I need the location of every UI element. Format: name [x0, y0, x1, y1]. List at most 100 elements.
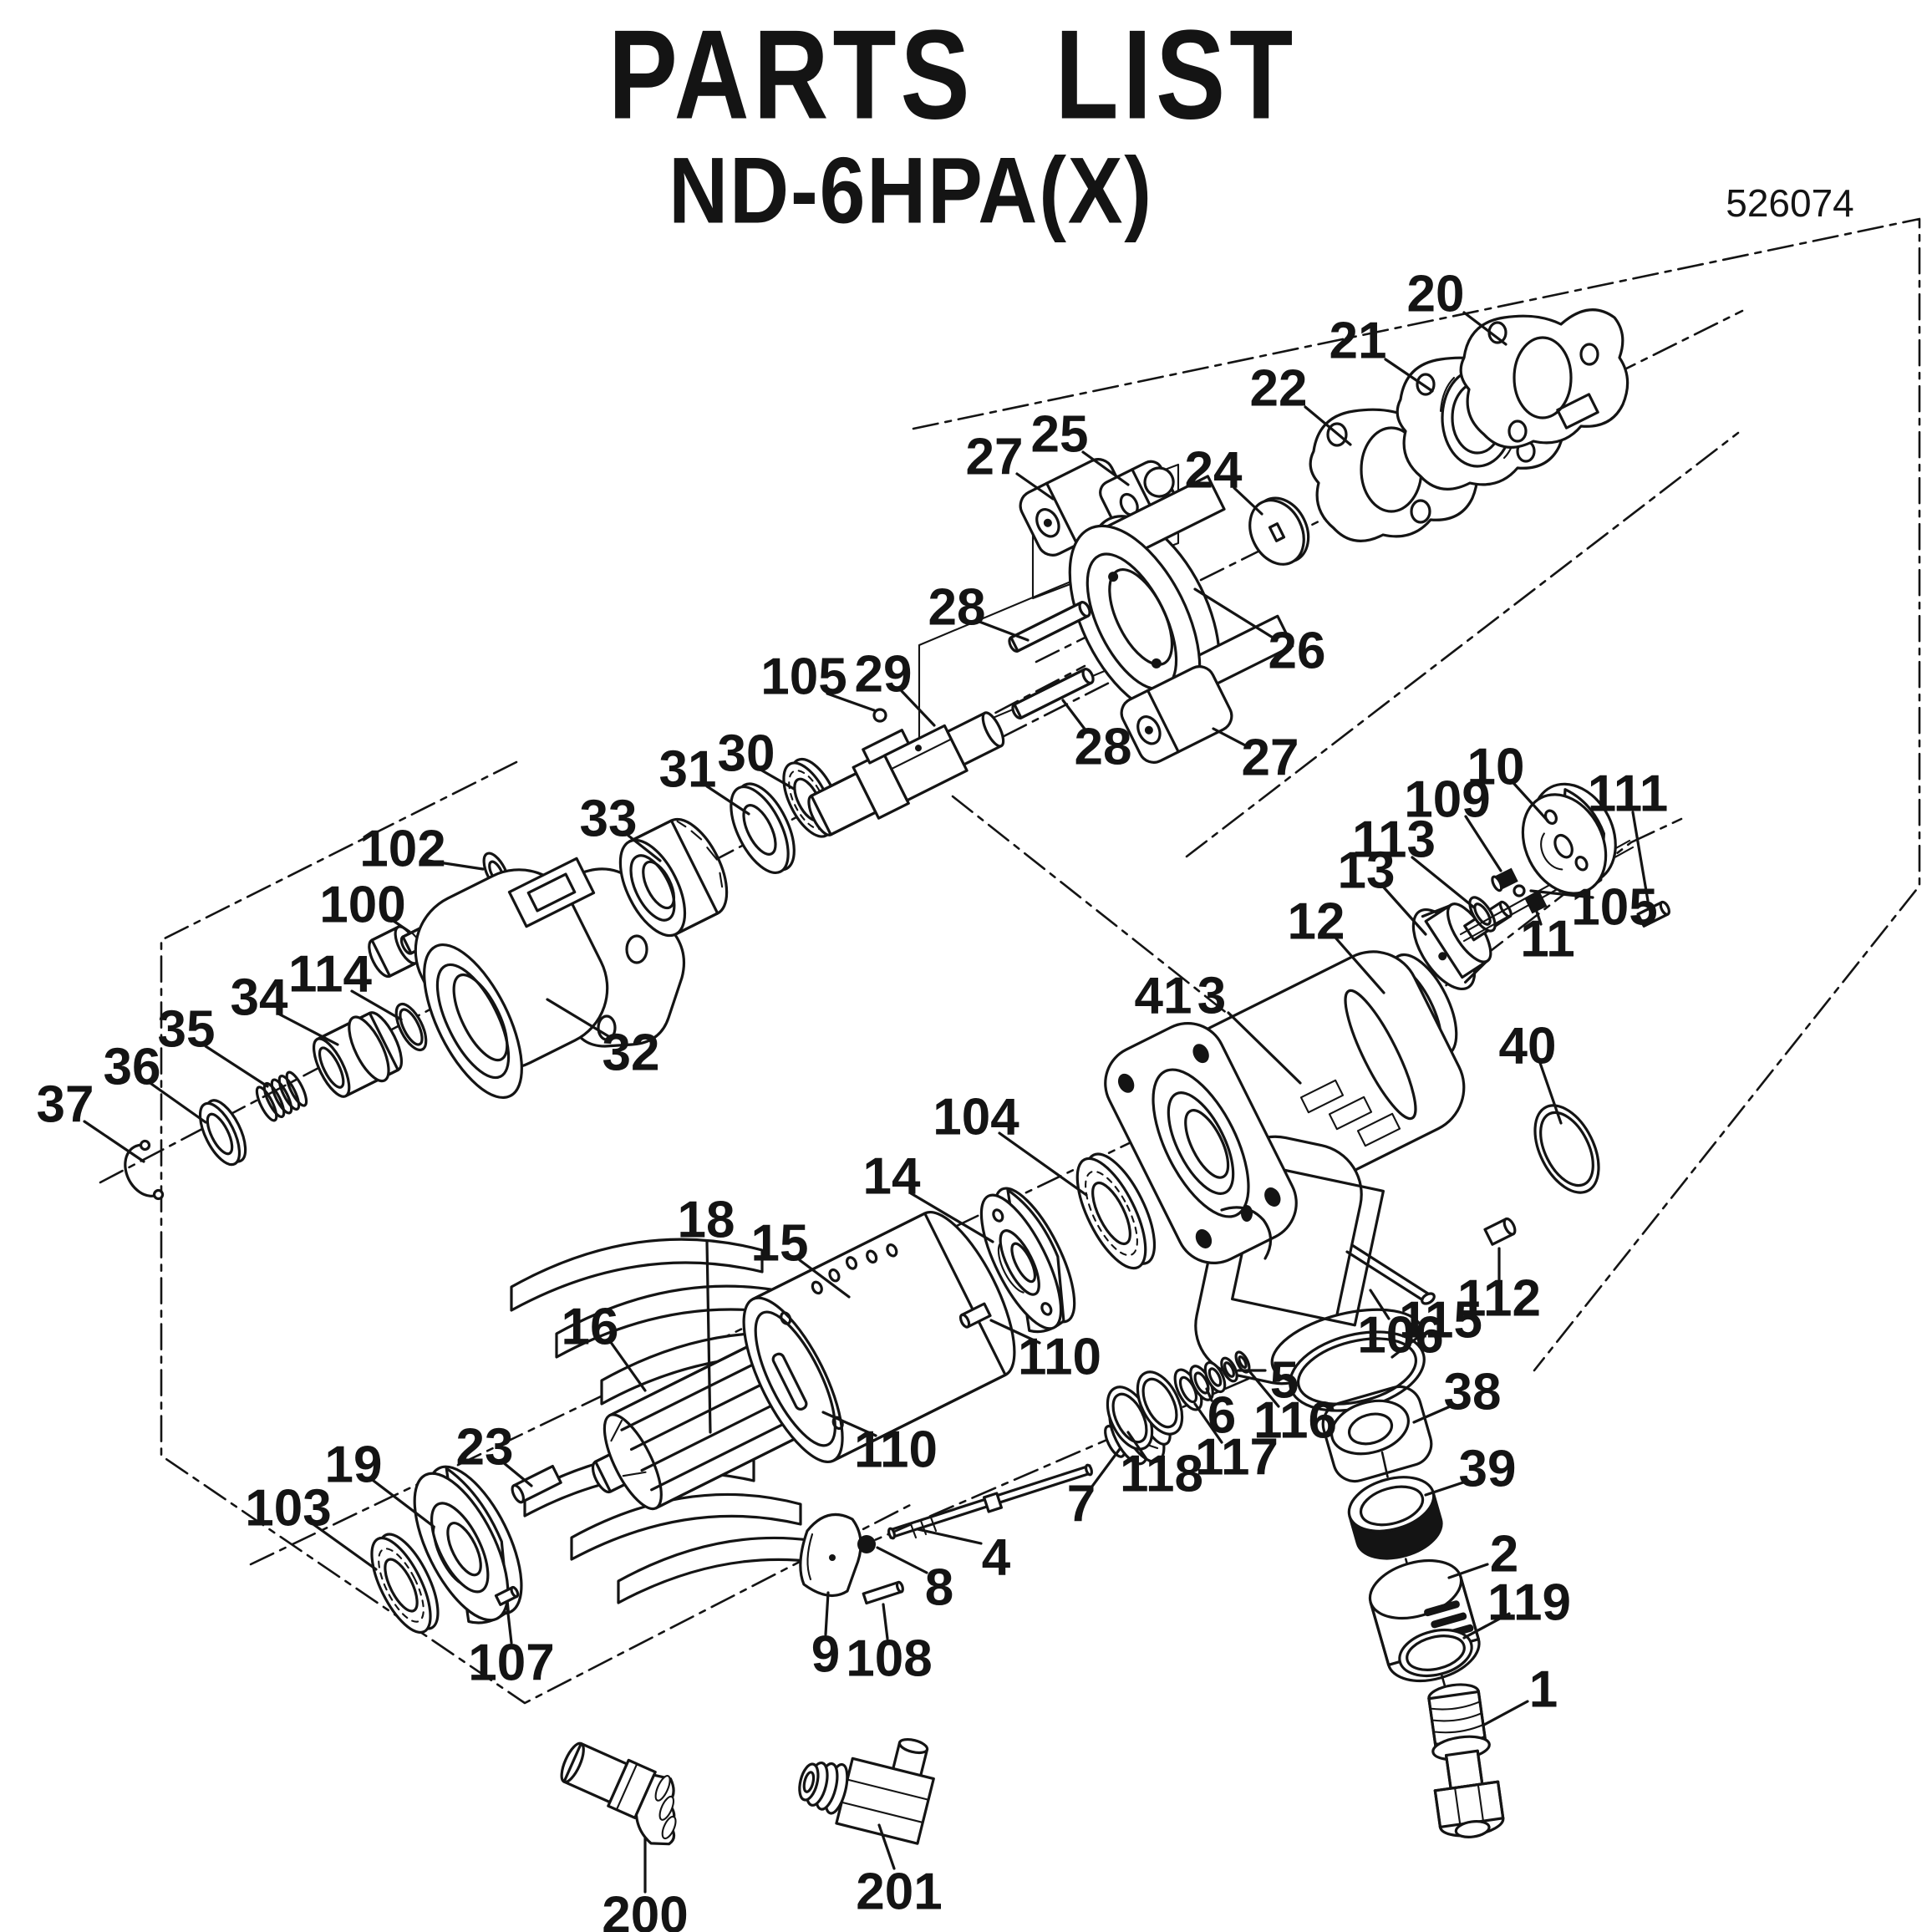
part-20-gasket — [1459, 308, 1629, 449]
part-23-pin — [511, 1464, 562, 1504]
part-11-nut — [1524, 891, 1548, 914]
leader-line-40 — [1538, 1061, 1563, 1125]
leader-line-32 — [546, 998, 614, 1040]
part-104-bearing — [1075, 1152, 1157, 1270]
leader-line-2 — [1447, 1563, 1489, 1579]
part-label-24: 24 — [1185, 442, 1243, 500]
leader-line-34 — [277, 1012, 339, 1046]
page-title: PARTS LIST — [608, 3, 1298, 146]
part-label-28: 28 — [1075, 719, 1132, 776]
part-14-rear-end-plate — [979, 1187, 1076, 1334]
model-number: ND-6HPA(X) — [669, 138, 1153, 243]
part-36-ring — [198, 1099, 247, 1167]
leader-line-4 — [916, 1528, 983, 1545]
part-118-seals — [1106, 1370, 1184, 1451]
leader-line-11 — [1534, 908, 1543, 926]
part-label-201: 201 — [856, 1863, 942, 1921]
part-label-110: 110 — [854, 1421, 938, 1479]
part-label-113: 113 — [1352, 811, 1436, 869]
part-110-pin-upper — [958, 1302, 992, 1329]
part-6-washer — [1203, 1360, 1227, 1394]
leader-line-117 — [1193, 1402, 1223, 1444]
leader-line-111 — [1631, 811, 1650, 902]
part-label-200: 200 — [602, 1887, 688, 1932]
leader-line-23 — [501, 1461, 533, 1487]
leader-line-27 — [1212, 727, 1250, 749]
part-33-bushing — [618, 817, 729, 938]
document-number: 526074 — [1726, 181, 1854, 225]
leader-line-110 — [821, 1411, 877, 1437]
part-37-retaining-clip — [124, 1139, 165, 1201]
leader-line-104 — [998, 1131, 1088, 1197]
leader-line-19 — [372, 1479, 435, 1528]
part-label-37: 37 — [37, 1076, 94, 1134]
leader-line-24 — [1233, 486, 1263, 516]
leader-line-102 — [426, 859, 485, 871]
part-39-ring-nut — [1347, 1476, 1443, 1560]
part-label-34: 34 — [231, 969, 288, 1027]
leader-line-8 — [876, 1546, 928, 1574]
leader-line-25 — [1081, 450, 1130, 486]
leader-line-119 — [1462, 1612, 1511, 1640]
leader-line-116 — [1248, 1370, 1280, 1408]
part-label-6: 6 — [1208, 1387, 1236, 1445]
leader-line-9 — [824, 1591, 830, 1636]
leader-line-30 — [759, 768, 796, 791]
part-29-anvil — [807, 711, 1005, 836]
part-label-39: 39 — [1459, 1441, 1517, 1498]
part-label-18: 18 — [678, 1192, 735, 1249]
leader-line-107 — [506, 1604, 513, 1645]
part-label-29: 29 — [855, 646, 913, 704]
part-label-102: 102 — [359, 821, 445, 878]
leader-line-36 — [150, 1082, 207, 1124]
leader-line-38 — [1412, 1403, 1456, 1424]
leader-line-27 — [1015, 472, 1055, 501]
part-label-104: 104 — [933, 1089, 1019, 1146]
part-label-16: 16 — [562, 1299, 619, 1356]
part-label-107: 107 — [468, 1635, 554, 1692]
part-105-pin-rear — [1513, 884, 1526, 897]
part-label-103: 103 — [245, 1480, 331, 1538]
leader-line-37 — [83, 1120, 145, 1163]
part-label-119: 119 — [1487, 1574, 1571, 1632]
part-label-10: 10 — [1467, 739, 1525, 796]
part-label-5: 5 — [1270, 1352, 1299, 1410]
part-32-hammer-case — [414, 857, 685, 1100]
part-4-valve-stem — [887, 1463, 1094, 1540]
part-label-114: 114 — [288, 946, 373, 1004]
leader-line-113 — [1411, 856, 1476, 909]
part-label-115: 115 — [1399, 1292, 1482, 1350]
part-114-o-ring — [394, 1002, 428, 1052]
leader-line-35 — [204, 1045, 269, 1088]
part-label-40: 40 — [1499, 1018, 1557, 1075]
part-labels: 2021222425272627282829105303133321021001… — [37, 266, 1669, 1932]
leader-line-29 — [900, 689, 936, 727]
leader-line-13 — [1382, 886, 1427, 936]
part-112-pin — [1483, 1217, 1517, 1246]
leader-line-22 — [1304, 405, 1352, 446]
part-label-1: 1 — [1529, 1661, 1558, 1719]
part-label-12: 12 — [1288, 893, 1345, 951]
part-label-32: 32 — [602, 1024, 660, 1082]
part-5-o-ring — [1220, 1356, 1238, 1383]
part-119-o-ring — [1398, 1629, 1473, 1677]
part-label-27: 27 — [1242, 730, 1299, 787]
part-8-ball — [857, 1535, 876, 1553]
part-label-11: 11 — [1520, 911, 1575, 969]
leader-line-33 — [627, 834, 662, 862]
part-label-21: 21 — [1330, 313, 1387, 370]
part-label-35: 35 — [158, 1001, 216, 1059]
part-10-end-plate — [1521, 782, 1617, 895]
part-label-111: 111 — [1588, 765, 1669, 823]
part-35-spring — [255, 1070, 308, 1122]
part-label-13: 13 — [1338, 842, 1396, 900]
part-108-pin — [862, 1580, 904, 1605]
part-113-washer — [1468, 896, 1497, 933]
part-label-15: 15 — [751, 1215, 809, 1273]
part-28-pin-upper — [1008, 601, 1091, 653]
part-label-7: 7 — [1067, 1476, 1096, 1533]
leader-line-115 — [1391, 1333, 1423, 1359]
part-label-112: 112 — [1457, 1270, 1541, 1328]
part-28-pin-lower — [1011, 668, 1095, 719]
part-38-regulator-knob — [1321, 1385, 1433, 1483]
